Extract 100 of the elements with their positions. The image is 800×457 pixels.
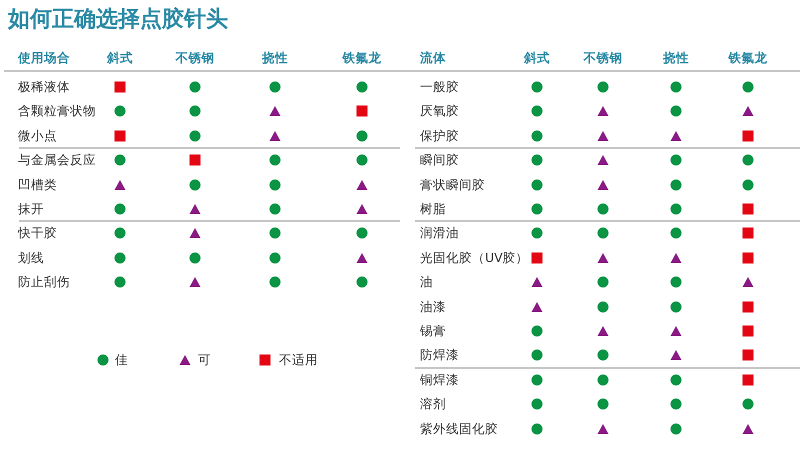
row-label: 防止刮伤: [18, 274, 70, 290]
circle-icon: [670, 398, 682, 410]
column-header: 挠性: [262, 50, 288, 66]
triangle-icon: [597, 252, 609, 264]
column-header: 流体: [420, 50, 446, 66]
circle-icon: [531, 178, 543, 191]
circle-icon: [531, 105, 543, 118]
row-label: 油: [420, 274, 433, 290]
circle-icon: [742, 154, 754, 166]
triangle-icon: [670, 325, 682, 337]
row-label: 防焊漆: [420, 347, 459, 364]
row-label: 膏状瞬间胶: [420, 176, 485, 193]
circle-icon: [597, 276, 609, 288]
circle-icon: [269, 81, 281, 93]
row-label: 含颗粒膏状物: [18, 103, 96, 120]
legend-label: 佳: [115, 352, 128, 368]
circle-icon: [531, 325, 543, 337]
circle-icon: [269, 154, 281, 166]
row-label: 厌氧胶: [420, 103, 459, 120]
row-label: 极稀液体: [18, 79, 70, 95]
column-header: 斜式: [524, 50, 550, 66]
row-label: 一般胶: [420, 79, 459, 95]
column-header: 铁氟龙: [342, 50, 382, 66]
row-label: 溶剂: [420, 396, 446, 412]
page-title: 如何正确选择点胶针头: [8, 6, 228, 34]
column-header: 铁氟龙: [728, 50, 768, 66]
row-label: 油漆: [420, 298, 446, 315]
circle-icon: [670, 203, 682, 215]
circle-icon: [670, 276, 682, 288]
circle-icon: [531, 81, 543, 93]
circle-icon: [114, 276, 126, 288]
row-label: 快干胶: [18, 225, 57, 242]
row-label: 划线: [18, 250, 44, 266]
triangle-icon: [597, 422, 609, 435]
circle-icon: [597, 349, 609, 362]
circle-icon: [597, 374, 609, 386]
circle-icon: [269, 276, 281, 288]
circle-icon: [114, 227, 126, 240]
square-icon: [742, 203, 754, 215]
circle-icon: [356, 154, 368, 166]
row-label: 抹开: [18, 201, 44, 217]
triangle-icon: [597, 178, 609, 191]
square-icon: [114, 81, 126, 93]
row-label: 与金属会反应: [18, 152, 96, 168]
square-icon: [742, 130, 754, 142]
square-icon: [531, 252, 543, 264]
triangle-icon: [356, 178, 368, 191]
square-icon: [742, 325, 754, 337]
circle-icon: [269, 178, 281, 191]
circle-icon: [269, 252, 281, 264]
circle-icon: [531, 154, 543, 166]
triangle-icon: [531, 276, 543, 288]
triangle-icon: [670, 252, 682, 264]
column-header: 斜式: [107, 50, 133, 66]
row-label: 树脂: [420, 201, 446, 217]
circle-icon: [670, 105, 682, 118]
triangle-icon: [114, 178, 126, 191]
circle-icon: [531, 349, 543, 362]
triangle-icon: [670, 130, 682, 142]
row-label: 凹槽类: [18, 176, 57, 193]
row-label: 光固化胶（UV胶）: [420, 250, 529, 266]
triangle-icon: [189, 227, 201, 240]
row-label: 微小点: [18, 128, 57, 144]
triangle-icon: [356, 252, 368, 264]
legend-label: 可: [198, 352, 211, 368]
triangle-icon: [269, 130, 281, 142]
row-label: 保护胶: [420, 128, 459, 144]
triangle-icon: [531, 300, 543, 313]
circle-icon: [189, 81, 201, 93]
circle-icon: [670, 374, 682, 386]
triangle-icon: [597, 130, 609, 142]
circle-icon: [114, 105, 126, 118]
triangle-icon: [597, 154, 609, 166]
triangle-icon: [269, 105, 281, 118]
circle-icon: [356, 81, 368, 93]
circle-icon: [670, 422, 682, 435]
circle-icon: [356, 227, 368, 240]
triangle-icon: [742, 276, 754, 288]
circle-icon: [269, 227, 281, 240]
circle-icon: [597, 203, 609, 215]
circle-icon: [189, 178, 201, 191]
circle-icon: [597, 398, 609, 410]
circle-icon: [114, 154, 126, 166]
circle-icon: [114, 203, 126, 215]
circle-icon: [670, 227, 682, 240]
row-label: 铜焊漆: [420, 372, 459, 388]
triangle-icon: [597, 325, 609, 337]
circle-icon: [531, 422, 543, 435]
triangle-icon: [597, 105, 609, 118]
column-header: 不锈钢: [584, 50, 622, 66]
column-header: 挠性: [663, 50, 689, 66]
circle-icon: [356, 130, 368, 142]
circle-icon: [531, 374, 543, 386]
circle-icon: [269, 203, 281, 215]
row-label: 锡膏: [420, 323, 446, 339]
square-icon: [114, 130, 126, 142]
square-icon: [742, 252, 754, 264]
circle-icon: [356, 276, 368, 288]
circle-icon: [597, 300, 609, 313]
circle-icon: [597, 227, 609, 240]
